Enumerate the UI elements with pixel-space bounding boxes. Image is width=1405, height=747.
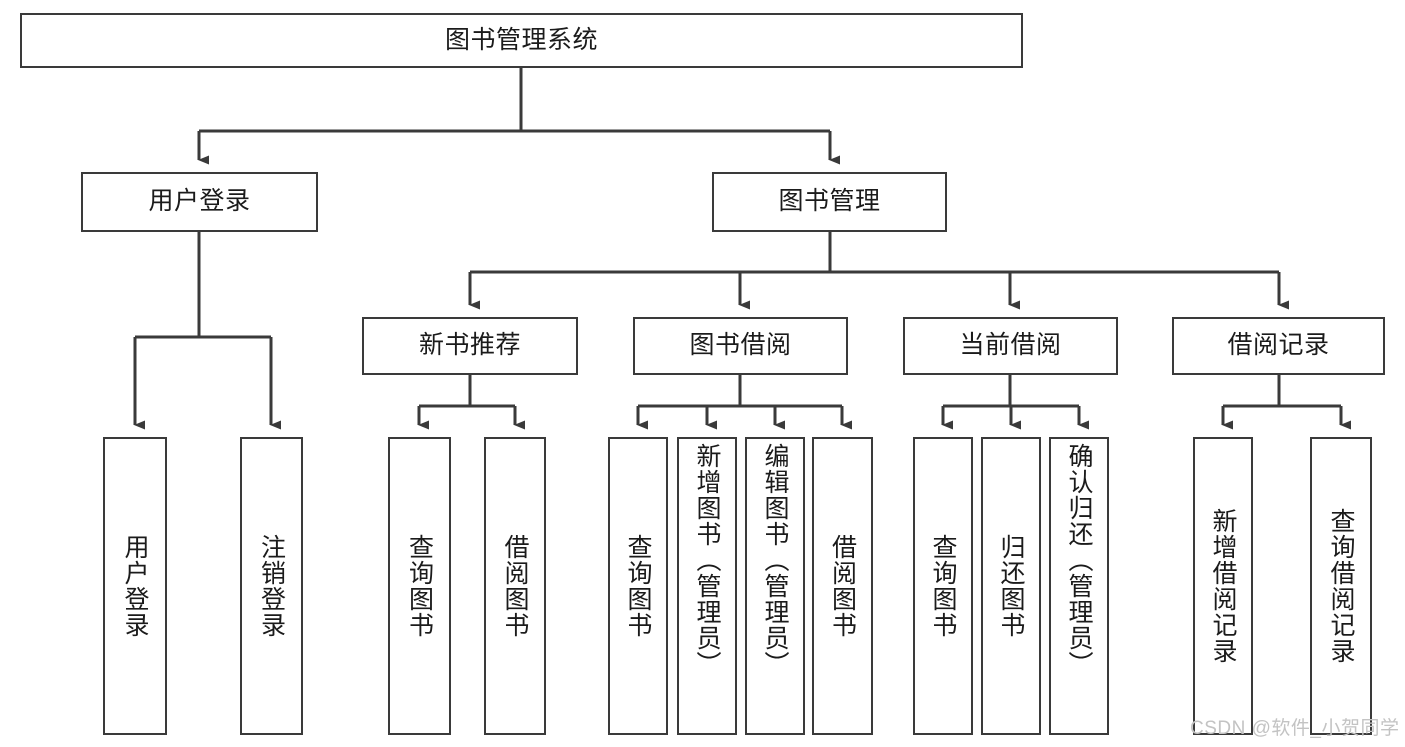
leaf-return-book[interactable]: 归还图书 xyxy=(981,437,1041,735)
leaf-query-book-recommend[interactable]: 查询图书 xyxy=(388,437,451,735)
leaf-user-login[interactable]: 用户登录 xyxy=(103,437,167,735)
leaf-confirm-return-admin[interactable]: 确认归还（管理员） xyxy=(1049,437,1109,735)
leaf-query-borrow-record[interactable]: 查询借阅记录 xyxy=(1310,437,1372,735)
leaf-query-book-current[interactable]: 查询图书 xyxy=(913,437,973,735)
node-current-borrow[interactable]: 当前借阅 xyxy=(903,317,1118,375)
leaf-edit-book-admin[interactable]: 编辑图书（管理员） xyxy=(745,437,805,735)
leaf-borrow-book[interactable]: 借阅图书 xyxy=(812,437,873,735)
leaf-borrow-book-recommend[interactable]: 借阅图书 xyxy=(484,437,546,735)
node-book-management[interactable]: 图书管理 xyxy=(712,172,947,232)
node-new-book-recommend[interactable]: 新书推荐 xyxy=(362,317,578,375)
leaf-query-book-borrow[interactable]: 查询图书 xyxy=(608,437,668,735)
node-root[interactable]: 图书管理系统 xyxy=(20,13,1023,68)
leaf-add-borrow-record[interactable]: 新增借阅记录 xyxy=(1193,437,1253,735)
node-user-login[interactable]: 用户登录 xyxy=(81,172,318,232)
node-borrow-record[interactable]: 借阅记录 xyxy=(1172,317,1385,375)
leaf-add-book-admin[interactable]: 新增图书（管理员） xyxy=(677,437,737,735)
leaf-user-logout[interactable]: 注销登录 xyxy=(240,437,303,735)
node-book-borrow[interactable]: 图书借阅 xyxy=(633,317,848,375)
csdn-watermark: CSDN @软件_小贺同学 xyxy=(1190,718,1400,739)
